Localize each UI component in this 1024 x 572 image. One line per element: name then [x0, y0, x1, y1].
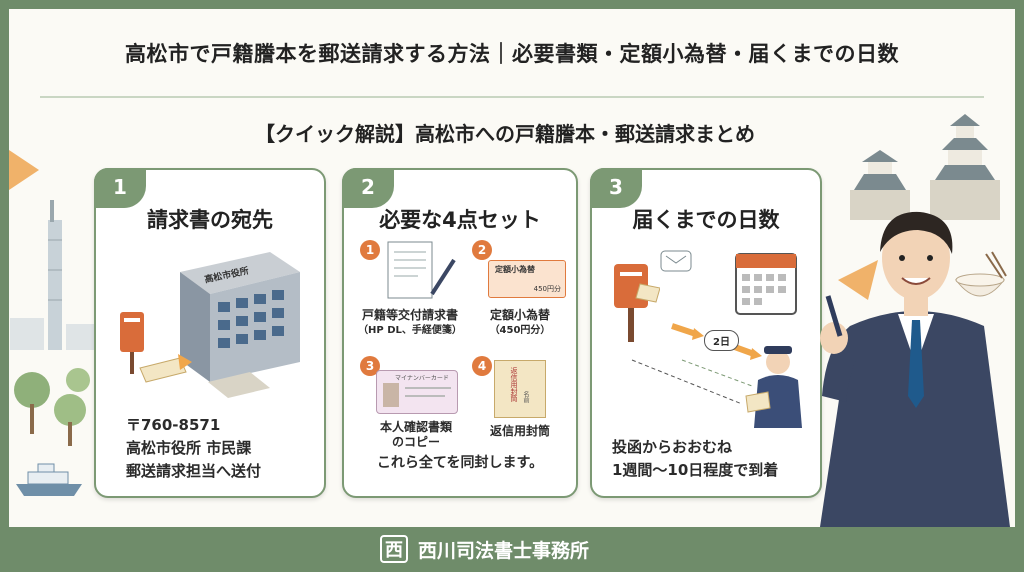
postal-code: 〒760-8571	[126, 416, 221, 434]
item-number: 2	[472, 240, 492, 260]
card-delivery-time: 3 届くまでの日数 2日 投函からおおむね 1週間〜10日程度で到着	[590, 168, 822, 498]
item-label-request-form: 戸籍等交付請求書 （HP DL、手経便箋）	[358, 308, 462, 336]
tree-illustration	[14, 368, 90, 446]
title-divider	[40, 96, 984, 98]
presenter-man-illustration	[820, 211, 1010, 527]
card-number-badge: 1	[94, 168, 146, 208]
firm-logo-icon: 西	[380, 535, 408, 563]
castle-illustration	[850, 114, 1000, 220]
card-number-badge: 3	[590, 168, 642, 208]
ship-illustration	[16, 463, 82, 496]
return-envelope-icon: 返信用封筒 名前	[494, 360, 546, 418]
card-mailing-address: 1 請求書の宛先 高松市役所 〒760-8571 高松市役所 市民課 郵送請求担…	[94, 168, 326, 498]
postal-money-order-icon: 定額小為替 450円分	[488, 260, 566, 298]
tower-illustration	[10, 200, 96, 350]
delivery-estimate: 投函からおおむね 1週間〜10日程度で到着	[612, 438, 779, 479]
mail-carrier-illustration	[745, 346, 802, 428]
orange-accent-left	[9, 150, 39, 190]
card-number-badge: 2	[342, 168, 394, 208]
firm-brand: 西 西川司法書士事務所	[380, 532, 589, 566]
item-label-return-envelope: 返信用封筒	[489, 424, 550, 438]
enclose-note: これら全てを同封します。	[376, 455, 544, 471]
days-tag: 2日	[704, 330, 739, 351]
page-subtitle: 【クイック解説】高松市への戸籍謄本・郵送請求まとめ	[255, 122, 755, 146]
address-line-dept: 郵送請求担当へ送付	[126, 462, 262, 480]
card-title: 必要な4点セット	[379, 208, 541, 232]
id-card-icon: マイナンバーカード	[376, 370, 458, 414]
page-title: 高松市で戸籍謄本を郵送請求する方法｜必要書類・定額小為替・届くまでの日数	[125, 42, 899, 66]
mailing-address: 〒760-8571 高松市役所 市民課 郵送請求担当へ送付	[126, 414, 261, 483]
card-required-documents: 2 必要な4点セット 1 戸籍等交付請求書 （HP DL、手経便箋） 2 定額小…	[342, 168, 578, 498]
firm-name: 西川司法書士事務所	[418, 539, 590, 562]
card-title: 届くまでの日数	[632, 208, 780, 232]
request-form-icon	[387, 241, 456, 299]
item-label-money-order: 定額小為替 （450円分）	[489, 308, 551, 336]
speech-mail-icon	[660, 250, 692, 272]
item-number: 4	[472, 356, 492, 376]
calendar-icon	[735, 253, 797, 315]
address-line-office: 高松市役所 市民課	[126, 439, 252, 457]
item-number: 3	[360, 356, 380, 376]
item-label-id-copy: 本人確認書類 のコピー	[379, 420, 452, 449]
mailbox-icon	[614, 264, 660, 342]
footer-bar	[0, 527, 1024, 572]
udon-bowl-icon	[954, 251, 1007, 297]
orange-accent-right	[838, 260, 878, 300]
city-hall-building-illustration	[120, 252, 300, 398]
item-number: 1	[360, 240, 380, 260]
card-title: 請求書の宛先	[147, 208, 273, 232]
